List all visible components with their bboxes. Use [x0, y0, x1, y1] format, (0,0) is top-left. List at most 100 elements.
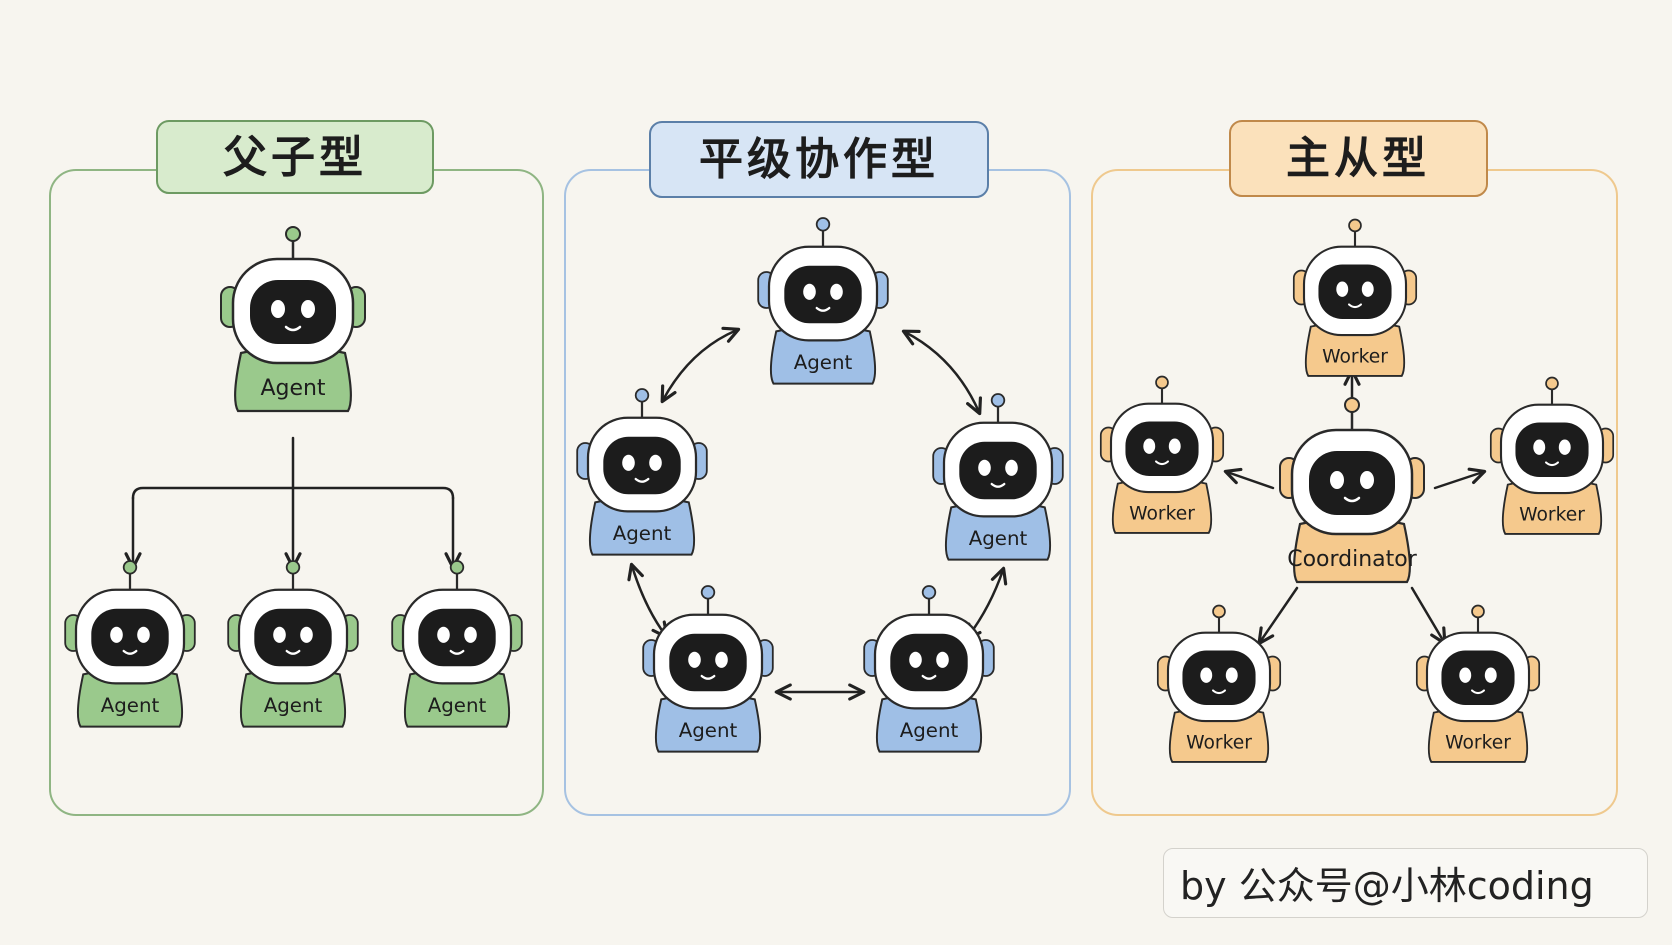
eye-left	[909, 651, 922, 668]
smile	[1544, 461, 1560, 467]
robot-face	[959, 441, 1037, 500]
eye-left	[978, 459, 991, 476]
antenna-ball	[1212, 604, 1226, 619]
star-arrow-right	[1433, 467, 1487, 490]
eye-left	[1330, 471, 1344, 489]
smile	[122, 649, 138, 655]
star-connectors	[1223, 368, 1487, 646]
panel-master-slave-title: 主从型	[1286, 133, 1430, 184]
smile	[634, 477, 650, 483]
smile	[1154, 460, 1170, 466]
smile	[1347, 303, 1363, 309]
eye-left	[1143, 438, 1156, 454]
antenna-ball	[990, 393, 1006, 408]
robot-face	[1309, 451, 1395, 515]
antenna-ball	[700, 585, 716, 600]
robot-peer-agent-bottom-right: Agent	[863, 585, 995, 753]
eye-left	[1200, 667, 1213, 683]
smile	[815, 306, 831, 312]
antenna-ball	[1155, 375, 1169, 390]
antenna-ball	[122, 560, 138, 575]
antenna-ball	[634, 388, 650, 403]
smile	[1211, 689, 1227, 695]
star-arrow-down-left	[1257, 586, 1299, 646]
antenna-ball	[815, 217, 831, 232]
eye-left	[1533, 439, 1546, 455]
eye-left	[622, 454, 635, 471]
tree-branch-bar	[131, 486, 455, 500]
eye-right	[1225, 667, 1238, 683]
robot-child-agent-3: Agent	[391, 560, 523, 728]
robot-face	[603, 436, 681, 495]
robot-worker-left: Worker	[1099, 375, 1225, 534]
smile	[700, 674, 716, 680]
eye-left	[688, 651, 701, 668]
panel-parent-child-title-box	[156, 120, 434, 194]
robot-label: Agent	[613, 522, 672, 545]
robot-label: Worker	[1322, 346, 1388, 367]
peer-arrow-top-right	[901, 329, 982, 416]
robot-face	[1515, 422, 1589, 477]
eye-right	[301, 300, 315, 318]
antenna-ball	[285, 560, 301, 575]
robot-face	[418, 608, 496, 667]
eye-right	[1484, 667, 1497, 683]
eye-left	[110, 626, 123, 643]
eye-left	[273, 626, 286, 643]
eye-right	[649, 454, 662, 471]
eye-right	[464, 626, 477, 643]
eye-right	[936, 651, 949, 668]
robot-label: Agent	[260, 376, 325, 401]
robot-label: Agent	[428, 694, 487, 717]
robot-face	[91, 608, 169, 667]
robot-peer-agent-top: Agent	[757, 217, 889, 385]
robot-face	[1441, 650, 1515, 705]
robot-label: Worker	[1186, 732, 1252, 753]
antenna-ball	[449, 560, 465, 575]
antenna-ball	[285, 226, 301, 242]
robot-face	[1318, 264, 1392, 319]
eye-left	[271, 300, 285, 318]
eye-left	[437, 626, 450, 643]
robot-label: Coordinator	[1287, 547, 1418, 572]
credit-badge	[1163, 848, 1648, 918]
eye-right	[1361, 281, 1374, 297]
panel-peer-title-box	[649, 121, 989, 198]
robot-face	[669, 633, 747, 692]
robot-coordinator: Coordinator	[1279, 397, 1425, 584]
peer-arrow-top-left	[660, 326, 741, 404]
antenna-ball	[1545, 376, 1559, 391]
peer-arrow-left-bottom	[627, 562, 669, 639]
smile	[449, 649, 465, 655]
panel-parent-child-title: 父子型	[223, 132, 367, 183]
star-arrow-down-right	[1410, 586, 1447, 646]
smile	[990, 482, 1006, 488]
robot-label: Agent	[264, 694, 323, 717]
antenna-ball	[1348, 218, 1362, 233]
tree-connectors	[124, 436, 462, 570]
panel-master-slave-title-box	[1229, 120, 1488, 197]
eye-right	[1360, 471, 1374, 489]
star-arrow-left	[1223, 467, 1275, 490]
panel-peer-title: 平级协作型	[699, 134, 939, 185]
smile	[921, 674, 937, 680]
antenna-ball	[1471, 604, 1485, 619]
robot-label: Worker	[1519, 504, 1585, 525]
robot-label: Agent	[969, 527, 1028, 550]
smile	[1470, 689, 1486, 695]
eye-right	[830, 283, 843, 300]
robot-face	[784, 265, 862, 324]
robot-worker-bottom-left: Worker	[1156, 604, 1282, 763]
eye-left	[803, 283, 816, 300]
smile	[285, 649, 301, 655]
robot-label: Agent	[679, 719, 738, 742]
eye-right	[1558, 439, 1571, 455]
robot-child-agent-1: Agent	[64, 560, 196, 728]
robot-parent-agent: Agent	[220, 226, 366, 413]
robot-label: Agent	[900, 719, 959, 742]
robot-face	[254, 608, 332, 667]
eye-right	[300, 626, 313, 643]
robot-worker-bottom-right: Worker	[1415, 604, 1541, 763]
